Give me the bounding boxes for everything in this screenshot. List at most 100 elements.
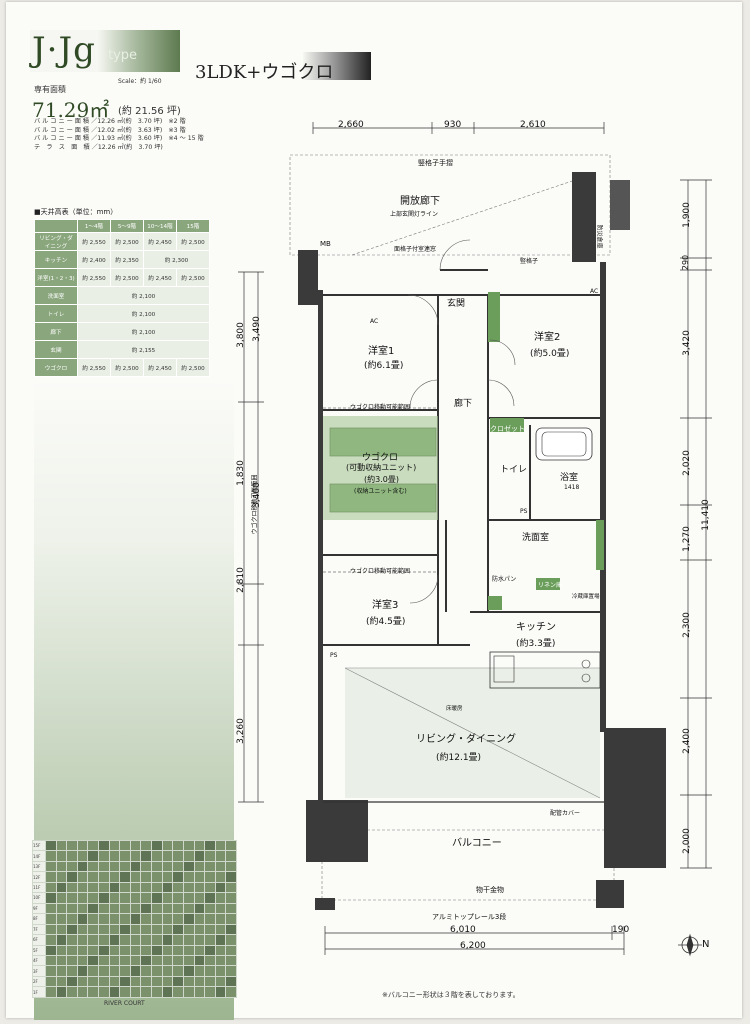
- floor-grid-cell: [140, 944, 153, 957]
- floor-grid-cell: [98, 892, 110, 904]
- floor-grid-cell: [98, 839, 110, 852]
- floor-grid-cell: [225, 944, 237, 957]
- floor-grid-cell: [66, 881, 78, 894]
- area-note: バ ル コ ニ ー 面 積 ／12.26 ㎡(約 3.70 坪) ※2 階: [34, 118, 186, 125]
- floor-grid-cell: [225, 913, 237, 925]
- floor-grid-cell: [119, 902, 131, 915]
- floor-grid-cell: [193, 881, 206, 894]
- floor-grid-cell: [129, 944, 142, 957]
- value-cell: 約 2,500: [176, 358, 210, 377]
- floor-grid-cell: [151, 860, 163, 873]
- area-notes: バ ル コ ニ ー 面 積 ／12.26 ㎡(約 3.70 坪) ※2 階 バ …: [34, 118, 204, 152]
- floor-grid-cell: [98, 954, 110, 967]
- floor-grid-cell: [55, 986, 68, 998]
- floor-grid-cell: [204, 860, 216, 873]
- floor-label: 2F: [32, 975, 46, 988]
- floor-grid-cell: [108, 944, 121, 957]
- ugokuro-range-label: ウゴクロ移動可能範囲: [350, 404, 411, 411]
- floor-label: 14F: [32, 850, 46, 862]
- waterproof-label: 防水パン: [492, 576, 517, 583]
- room-cell: 洋室(1・2・3): [34, 268, 78, 287]
- floor-grid-cell: [172, 850, 184, 862]
- floor-grid-cell: [76, 881, 89, 894]
- floor-grid-cell: [119, 839, 131, 852]
- floor-grid-cell: [55, 954, 68, 967]
- floor-grid-cell: [108, 839, 121, 852]
- closet-label: クロゼット: [490, 425, 525, 433]
- floor-grid-cell: [129, 913, 142, 925]
- floor-grid-cell: [214, 975, 227, 988]
- floor-grid-cell: [151, 871, 163, 883]
- floor-grid-cell: [172, 965, 184, 977]
- ugokuro-sub: (可動収納ユニット): [346, 463, 417, 472]
- floor-grid-cell: [119, 965, 131, 977]
- floor-label: 12F: [32, 871, 46, 883]
- floor-grid-cell: [204, 944, 216, 957]
- floor-grid-cell: [193, 965, 206, 977]
- floor-grid-cell: [151, 850, 163, 862]
- floor-grid-row: 13F: [32, 860, 237, 873]
- floor-grid-cell: [45, 986, 57, 998]
- dim-right: 11,410: [700, 499, 711, 531]
- floor-label: 10F: [32, 892, 46, 904]
- floor-grid-cell: [66, 892, 78, 904]
- floor-grid-cell: [129, 923, 142, 936]
- floor-grid-cell: [98, 850, 110, 862]
- ugokuro-size: (約3.0畳): [364, 475, 399, 484]
- floor-label: 8F: [32, 913, 46, 925]
- floor-grid-cell: [161, 934, 174, 946]
- floor-grid-cell: [172, 954, 184, 967]
- floor-grid-cell: [214, 871, 227, 883]
- rail-label: アルミトップレール3段: [432, 913, 507, 921]
- floor-grid-cell: [45, 860, 57, 873]
- floor-label: 4F: [32, 954, 46, 967]
- floor-grid-cell: [182, 975, 195, 988]
- floor-label: 13F: [32, 860, 46, 873]
- floor-grid-cell: [129, 881, 142, 894]
- floor-grid-cell: [87, 913, 100, 925]
- floor-grid-cell: [172, 839, 184, 852]
- floor-grid-cell: [182, 934, 195, 946]
- floor-grid-cell: [225, 892, 237, 904]
- floor-grid-cell: [87, 923, 100, 936]
- floor-heat-label: 床暖房: [446, 706, 463, 712]
- floor-grid-cell: [76, 923, 89, 936]
- floor-label: 15F: [32, 839, 46, 852]
- floor-grid-cell: [119, 881, 131, 894]
- floor-grid-cell: [172, 934, 184, 946]
- room-cell: 廊下: [34, 322, 78, 341]
- floor-grid-cell: [66, 986, 78, 998]
- floor-grid-cell: [172, 923, 184, 936]
- room-cell: ウゴクロ: [34, 358, 78, 377]
- floor-grid-cell: [161, 986, 174, 998]
- table-row: 廊下 約 2,100: [34, 322, 210, 341]
- floor-grid-row: 10F: [32, 892, 237, 904]
- floor-grid-cell: [193, 934, 206, 946]
- floor-grid-cell: [55, 850, 68, 862]
- floor-grid-cell: [76, 902, 89, 915]
- floor-grid-cell: [129, 892, 142, 904]
- floor-grid-cell: [87, 881, 100, 894]
- area-note: テ ラ ス 面 積 ／12.26 ㎡(約 3.70 坪): [34, 143, 163, 151]
- floor-grid-cell: [108, 986, 121, 998]
- floor-grid-cell: [214, 986, 227, 998]
- floor-grid-cell: [225, 954, 237, 967]
- floor-grid-cell: [225, 881, 237, 894]
- floor-grid-cell: [161, 913, 174, 925]
- table-row: 洋室(1・2・3) 約 2,550 約 2,500 約 2,450 約 2,50…: [34, 268, 210, 287]
- dim-right: 290: [681, 254, 691, 271]
- floor-grid-cell: [55, 934, 68, 946]
- floor-grid-cell: [214, 860, 227, 873]
- floor-grid-cell: [119, 871, 131, 883]
- area-note: バ ル コ ニ ー 面 積 ／12.02 ㎡(約 3.63 坪) ※3 階: [34, 126, 186, 134]
- floor-grid-cell: [151, 954, 163, 967]
- mb-label: MB: [320, 240, 331, 248]
- bath-size: 1418: [564, 484, 580, 491]
- washroom-label: 洗面室: [522, 533, 550, 543]
- floor-grid-cell: [204, 892, 216, 904]
- dim-right: 1,900: [681, 202, 692, 228]
- floor-grid-cell: [98, 934, 110, 946]
- floor-grid-cell: [151, 986, 163, 998]
- floor-grid-row: 9F: [32, 902, 237, 915]
- floor-grid-cell: [182, 860, 195, 873]
